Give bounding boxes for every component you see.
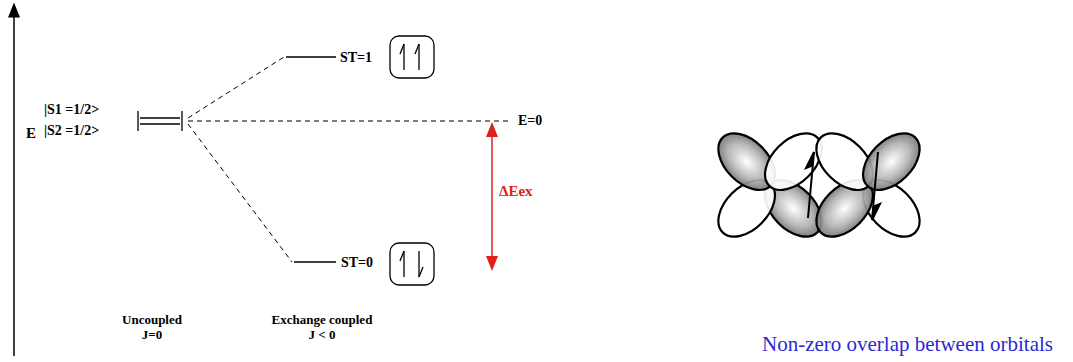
energy-axis	[13, 10, 15, 356]
d-orbital-overlap	[708, 123, 930, 247]
correlation-lines	[188, 57, 512, 262]
exchange-energy-arrow	[491, 125, 493, 268]
spin-state-label: |S1 =1/2>	[44, 103, 99, 117]
regime-label: J=0	[142, 328, 162, 341]
triplet-spin-box	[390, 36, 434, 78]
level-label: ST=1	[340, 51, 372, 65]
level-label: ST=0	[341, 256, 373, 270]
spin-arrows	[806, 152, 880, 220]
uncoupled-level	[138, 111, 182, 131]
caption-text: Non-zero overlap between orbitals	[762, 334, 1053, 355]
triplet-level	[286, 56, 336, 57]
energy-zero-label: E=0	[518, 114, 542, 128]
regime-label: Uncoupled	[122, 313, 182, 326]
exchange-energy-label: ΔEex	[499, 184, 533, 199]
spin-state-label: |S2 =1/2>	[44, 124, 99, 138]
regime-label: J < 0	[309, 328, 336, 341]
axis-label: E	[26, 126, 36, 141]
singlet-level	[294, 261, 336, 262]
singlet-spin-box	[390, 243, 434, 285]
orbital-lobe	[852, 123, 930, 201]
regime-label: Exchange coupled	[272, 313, 373, 326]
